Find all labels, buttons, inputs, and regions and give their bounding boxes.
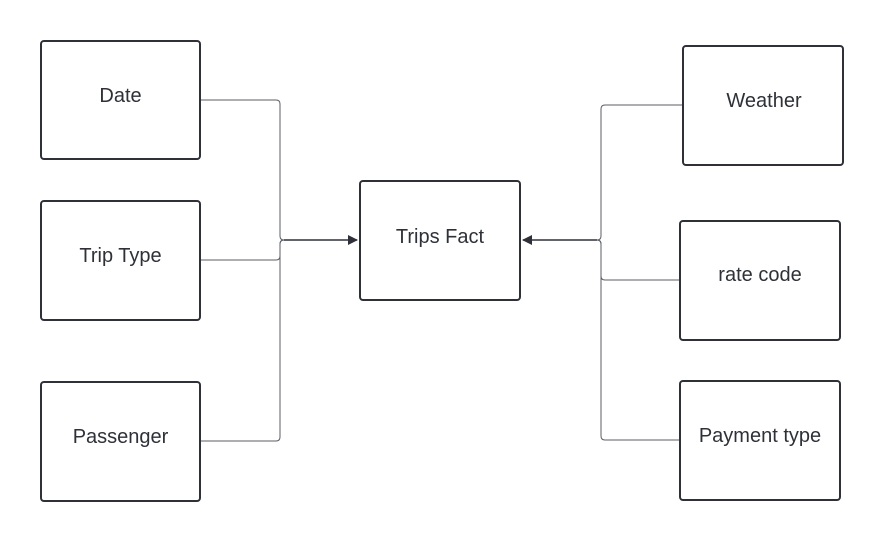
connector-trip-type-to-trips-fact [201,239,285,261]
node-trips-fact[interactable]: Trips Fact [359,180,521,301]
node-trip-type[interactable]: Trip Type [40,200,201,321]
node-date[interactable]: Date [40,40,201,160]
node-weather-label: Weather [726,90,802,112]
connector-weather-to-trips-fact [596,104,682,241]
node-passenger-label: Passenger [72,426,169,448]
node-rate-code-label: rate code [718,264,802,286]
connector-date-to-trips-fact [201,99,285,241]
connector-rate-code-to-trips-fact [596,239,679,281]
node-passenger[interactable]: Passenger [40,381,201,502]
node-trip-type-label: Trip Type [79,245,162,267]
node-trips-fact-label: Trips Fact [395,226,485,248]
node-payment-type[interactable]: Payment type [679,380,841,501]
node-payment-type-label: Payment type [698,425,822,447]
node-date-label: Date [99,84,142,107]
connector-passenger-to-trips-fact [201,239,285,442]
node-rate-code[interactable]: rate code [679,220,841,341]
connector-payment-type-to-trips-fact [596,239,679,441]
node-weather[interactable]: Weather [682,45,844,166]
